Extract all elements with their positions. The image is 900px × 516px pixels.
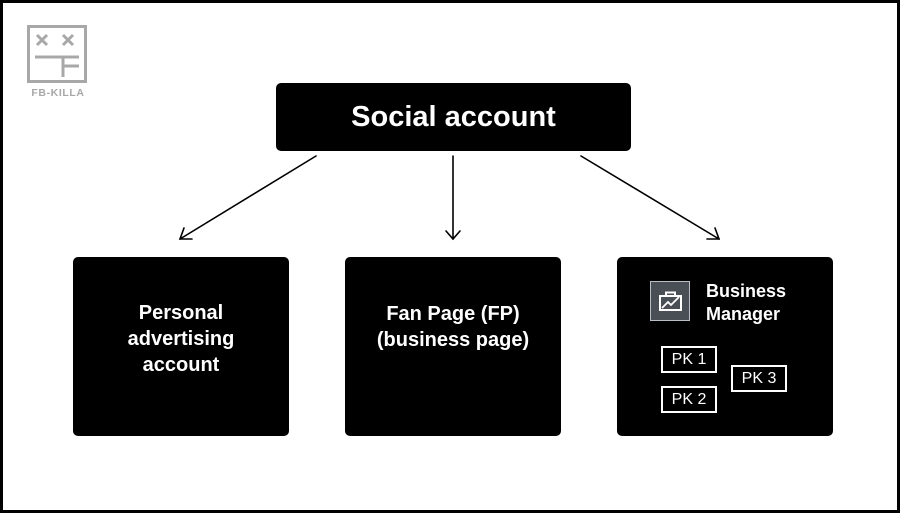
node-fan-page: Fan Page (FP) (business page) <box>345 257 561 436</box>
logo: FB-KILLA <box>27 25 89 99</box>
pk-box-3: PK 3 <box>731 365 787 392</box>
root-node-label: Social account <box>351 100 556 133</box>
node-personal-label: Personal advertising account <box>127 301 235 376</box>
node-business-manager: Business Manager PK 1 PK 2 PK 3 <box>617 257 833 436</box>
logo-text: FB-KILLA <box>31 87 85 99</box>
node-fanpage-label: Fan Page (FP) (business page) <box>376 303 530 351</box>
arrow-to-business-manager <box>580 155 720 240</box>
briefcase-icon <box>650 281 690 321</box>
fb-killa-logo-icon <box>27 25 87 83</box>
pk-box-1: PK 1 <box>661 346 717 373</box>
arrowhead-business-manager <box>706 227 721 240</box>
arrowhead-personal <box>178 227 193 240</box>
pk-box-2: PK 2 <box>661 386 717 413</box>
arrowhead-fanpage <box>445 230 461 241</box>
node-business-manager-label: Business Manager <box>706 281 787 324</box>
arrow-to-personal <box>179 155 317 240</box>
root-node-social-account: Social account <box>276 83 631 151</box>
connector-arrows <box>178 155 721 241</box>
node-personal-advertising-account: Personal advertising account <box>73 257 289 436</box>
